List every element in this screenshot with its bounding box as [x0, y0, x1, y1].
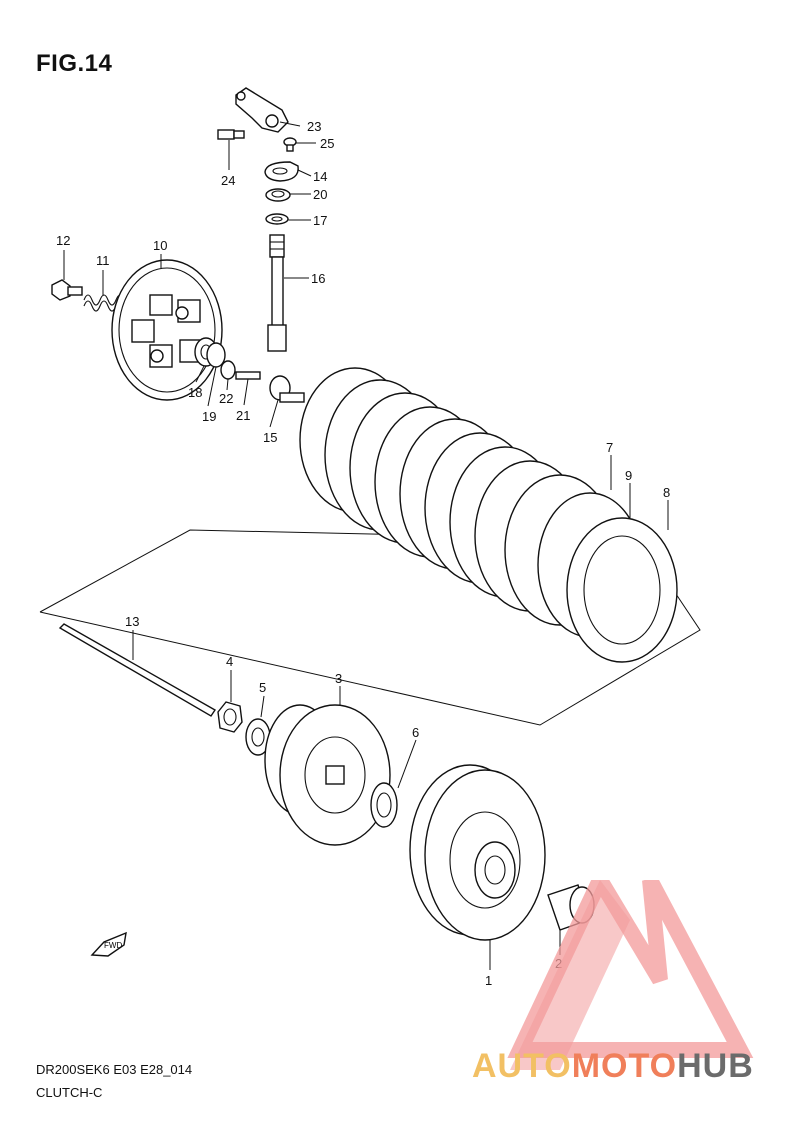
part-4-nut [217, 701, 243, 733]
diagram-code: DR200SEK6 E03 E28_014 [36, 1062, 193, 1077]
part-17-o-ring [265, 213, 289, 225]
callout-21: 21 [236, 408, 250, 423]
part-15-push-piece [269, 375, 305, 403]
callout-17: 17 [313, 213, 327, 228]
callout-7: 7 [606, 440, 613, 455]
callout-12: 12 [56, 233, 70, 248]
callout-13: 13 [125, 614, 139, 629]
callout-11: 11 [96, 253, 110, 268]
callout-25: 25 [320, 136, 334, 151]
callout-19: 19 [202, 409, 216, 424]
callout-10: 10 [153, 238, 167, 253]
part-19-washer [206, 342, 226, 368]
callout-6: 6 [412, 725, 419, 740]
callout-3: 3 [335, 671, 342, 686]
callout-15: 15 [263, 430, 277, 445]
watermark-text: AUTOMOTOHUB [472, 1047, 754, 1086]
fwd-label: FWD [104, 941, 122, 950]
callout-22: 22 [219, 391, 233, 406]
part-12-bolt [51, 279, 83, 301]
callout-23: 23 [307, 119, 321, 134]
watermark-part2: MOTO [571, 1047, 678, 1085]
part-13-push-rod [58, 623, 216, 717]
callout-5: 5 [259, 680, 266, 695]
callout-8: 8 [663, 485, 670, 500]
clutch-plate-stack [299, 367, 678, 663]
callout-14: 14 [313, 169, 327, 184]
part-20-oil-seal [265, 188, 291, 202]
part-1-clutch-housing [409, 764, 546, 941]
leader-lines [63, 121, 669, 970]
callout-4: 4 [226, 654, 233, 669]
part-21-pin [235, 371, 261, 380]
part-6-thrust-washer [370, 782, 398, 828]
figure-title: FIG.14 [36, 50, 113, 77]
part-22-nut [220, 360, 236, 380]
callout-18: 18 [188, 385, 202, 400]
callout-24: 24 [221, 173, 235, 188]
callout-9: 9 [625, 468, 632, 483]
part-25-screw [283, 137, 297, 152]
part-14-plate [264, 161, 299, 182]
watermark-logo [507, 880, 754, 1070]
watermark-part1: AUTO [472, 1047, 572, 1085]
part-24-bolt [217, 129, 245, 140]
callout-20: 20 [313, 187, 327, 202]
part-23-release-arm [235, 87, 289, 133]
part-10-pressure-plate [111, 259, 223, 401]
part-16-release-shaft [267, 234, 287, 352]
watermark-part3: HUB [677, 1047, 754, 1085]
part-3-sleeve-hub [264, 704, 391, 846]
callout-16: 16 [311, 271, 325, 286]
diagram-name: CLUTCH-C [36, 1085, 103, 1100]
fwd-arrow-icon: FWD [90, 931, 127, 957]
callout-1: 1 [485, 973, 492, 988]
